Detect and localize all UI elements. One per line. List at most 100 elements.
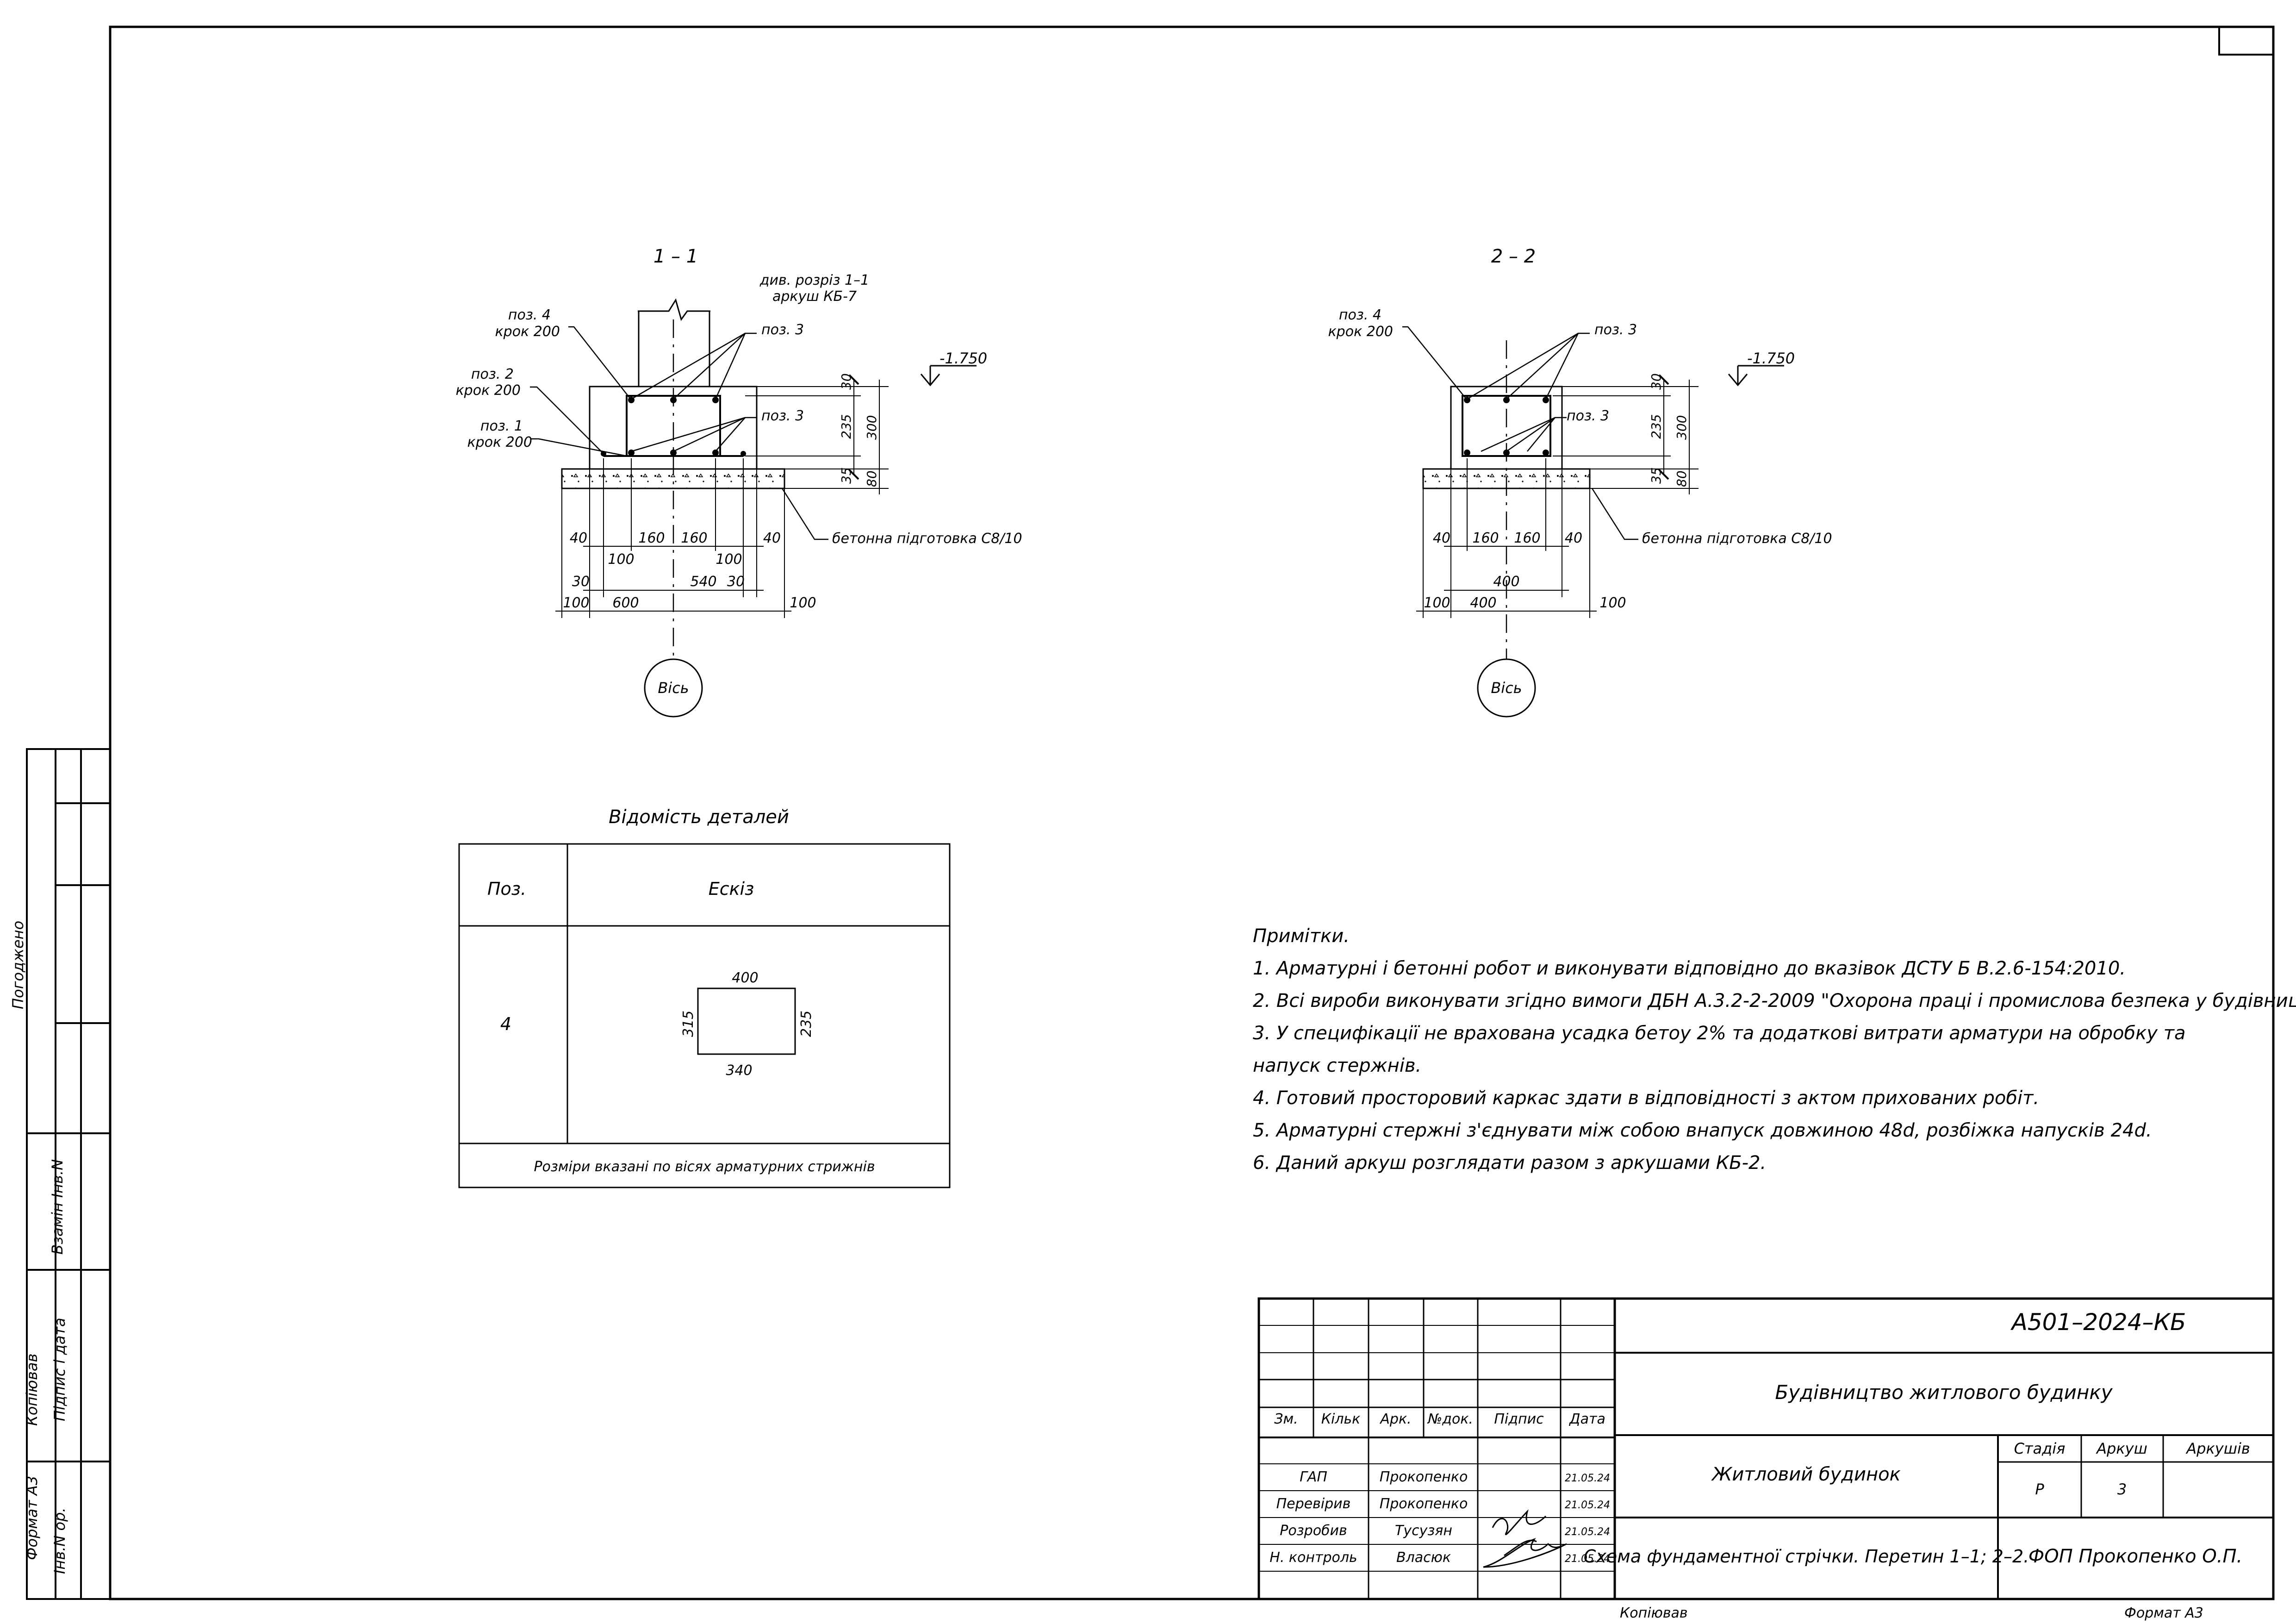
section-1-hdim-100d: 100 <box>790 595 816 611</box>
title-block: Зм. Кільк Арк. №док. Підпис Дата ГАП Про… <box>1257 1297 2275 1621</box>
section-1-pos4-l2: крок 200 <box>495 324 560 340</box>
section-2-vdim-80: 80 <box>1674 470 1689 487</box>
side-format: Формат А3 <box>23 1476 41 1560</box>
section-1-vdim-35: 35 <box>839 467 854 484</box>
section-2-hdim-160a: 160 <box>1472 530 1499 546</box>
section-2-hdim-400a: 400 <box>1493 574 1519 590</box>
tb-stage-value: Р <box>2035 1480 2044 1498</box>
side-copied: Копіював <box>23 1354 41 1426</box>
notes-line-7: 6. Даний аркуш розглядати разом з аркуша… <box>1253 1152 1766 1174</box>
tb-col-kilk: Кільк <box>1321 1411 1361 1427</box>
notes: Примітки. 1. Арматурні і бетонні робот и… <box>1253 925 2296 1174</box>
side-inv-orig: Інв.N ор. <box>51 1507 68 1574</box>
section-2-hdim-40a: 40 <box>1433 530 1450 546</box>
tb-role-1: Перевірив <box>1276 1496 1351 1512</box>
tb-copied: Копіював <box>1620 1605 1688 1621</box>
tb-col-zm: Зм. <box>1274 1411 1298 1427</box>
section-2-vdim-300: 300 <box>1674 415 1689 440</box>
side-stamp <box>26 748 111 1600</box>
section-2-level: -1.750 <box>1747 350 1795 367</box>
section-1-hdim-100c: 100 <box>563 595 589 611</box>
section-1-wall <box>638 298 710 387</box>
section-2-vdim-235: 235 <box>1649 414 1664 439</box>
section-2-axis-bubble <box>1477 658 1536 718</box>
side-replace-inv: Взамін Інв.N <box>49 1159 66 1255</box>
tb-project: Будівництво житлового будинку <box>1775 1381 2113 1404</box>
section-2-pos4-l2: крок 200 <box>1328 324 1393 340</box>
tb-col-doc: №док. <box>1427 1411 1473 1427</box>
details-sketch-right: 235 <box>798 1011 815 1037</box>
tb-code: А501–2024–КБ <box>2010 1309 2186 1336</box>
tb-company: ФОП Прокопенко О.П. <box>2028 1546 2243 1567</box>
side-sign-date: Підпис і дата <box>51 1318 68 1421</box>
section-2-vert-dim-lines <box>1553 374 1699 494</box>
section-1-level: -1.750 <box>940 350 987 367</box>
section-1-title: 1 – 1 <box>653 246 698 267</box>
section-1-ref-note-1: див. розріз 1–1 <box>759 272 869 288</box>
section-1-vdim-30: 30 <box>839 373 854 390</box>
section-1-hdim-160b: 160 <box>681 530 707 546</box>
section-1-hdim-30a: 30 <box>572 574 590 590</box>
tb-sheet-value: 3 <box>2117 1480 2127 1498</box>
section-2-horiz-dim-lines <box>1416 458 1597 618</box>
notes-line-6: 5. Арматурні стержні з'єднувати між собо… <box>1253 1120 2152 1141</box>
section-1-leaders <box>530 326 828 540</box>
tb-stage-header: Стадія <box>2014 1440 2066 1457</box>
section-1-vdim-300: 300 <box>864 415 879 440</box>
section-2-title: 2 – 2 <box>1491 246 1536 267</box>
sheet-frame <box>109 25 2275 1600</box>
details-table-title: Відомість деталей <box>609 806 789 828</box>
section-1-level-mark <box>920 365 977 387</box>
section-2-hdim-100a: 100 <box>1424 595 1450 611</box>
tb-date-0: 21.05.24 <box>1565 1473 1610 1484</box>
section-2-axis-label: Вісь <box>1491 679 1522 697</box>
notes-line-3: 3. У специфікації не врахована усадка бе… <box>1253 1023 2186 1044</box>
tb-role-2: Розробив <box>1280 1523 1347 1539</box>
details-table: Відомість деталей Поз. Ескіз 4 400 315 2… <box>458 806 951 1188</box>
section-1-pos3-top: поз. 3 <box>761 322 804 338</box>
side-agreed: Погоджено <box>9 921 27 1009</box>
tb-sheet-header: Аркуш <box>2096 1440 2147 1457</box>
notes-line-4: напуск стержнів. <box>1253 1055 1421 1076</box>
section-1-horiz-dim-lines <box>555 458 791 618</box>
section-1-hdim-40b: 40 <box>763 530 781 546</box>
section-2-pos3-mid: поз. 3 <box>1567 408 1609 424</box>
section-2-hdim-160b: 160 <box>1514 530 1540 546</box>
section-1-pos2-l1: поз. 2 <box>471 366 514 382</box>
details-sketch-top: 400 <box>732 970 758 986</box>
tb-name-3: Власюк <box>1396 1549 1451 1566</box>
notes-line-1: 1. Арматурні і бетонні робот и виконуват… <box>1253 958 2126 979</box>
details-sketch-bottom: 340 <box>726 1062 752 1079</box>
tb-name-1: Прокопенко <box>1380 1496 1468 1512</box>
section-1-1: 1 – 1 див. розріз 1–1 аркуш КБ-7 Вісь <box>456 246 1022 718</box>
section-1-axis-label: Вісь <box>658 679 689 697</box>
tb-sheets-header: Аркушів <box>2185 1440 2250 1457</box>
section-1-vdim-235: 235 <box>839 414 854 439</box>
details-sketch-left: 315 <box>680 1011 697 1037</box>
section-1-hdim-100a: 100 <box>608 551 634 568</box>
section-1-vdim-80: 80 <box>864 470 879 487</box>
section-2-level-mark <box>1728 365 1784 387</box>
section-1-pos1-l2: крок 200 <box>467 434 532 450</box>
tb-col-sign: Підпис <box>1494 1411 1544 1427</box>
section-1-vert-dim-lines <box>745 374 889 494</box>
tb-date-2: 21.05.24 <box>1565 1526 1610 1538</box>
signature-scribble <box>1483 1509 1567 1568</box>
section-1-pos4-l1: поз. 4 <box>508 307 551 323</box>
section-1-ref-note-2: аркуш КБ-7 <box>772 288 857 305</box>
tb-role-3: Н. контроль <box>1269 1549 1357 1566</box>
details-row-pos: 4 <box>500 1014 511 1034</box>
section-1-hdim-30b: 30 <box>727 574 745 590</box>
notes-line-2: 2. Всі вироби виконувати згідно вимоги Д… <box>1253 990 2296 1012</box>
section-2-2: 2 – 2 Вісь -1.750 поз. 4 к <box>1328 246 1832 718</box>
notes-title: Примітки. <box>1253 925 1350 947</box>
section-1-pos1-l1: поз. 1 <box>480 418 523 434</box>
section-1-hdim-160a: 160 <box>638 530 665 546</box>
section-1-pos2-l2: крок 200 <box>456 382 521 399</box>
tb-object: Житловий будинок <box>1711 1464 1900 1485</box>
section-1-hdim-40a: 40 <box>570 530 587 546</box>
side-stamp-labels: Погоджено Взамін Інв.N Підпис і дата Коп… <box>9 921 68 1574</box>
tb-name-0: Прокопенко <box>1380 1469 1468 1485</box>
details-header-pos: Поз. <box>487 879 526 899</box>
section-1-hdim-540: 540 <box>690 574 716 590</box>
